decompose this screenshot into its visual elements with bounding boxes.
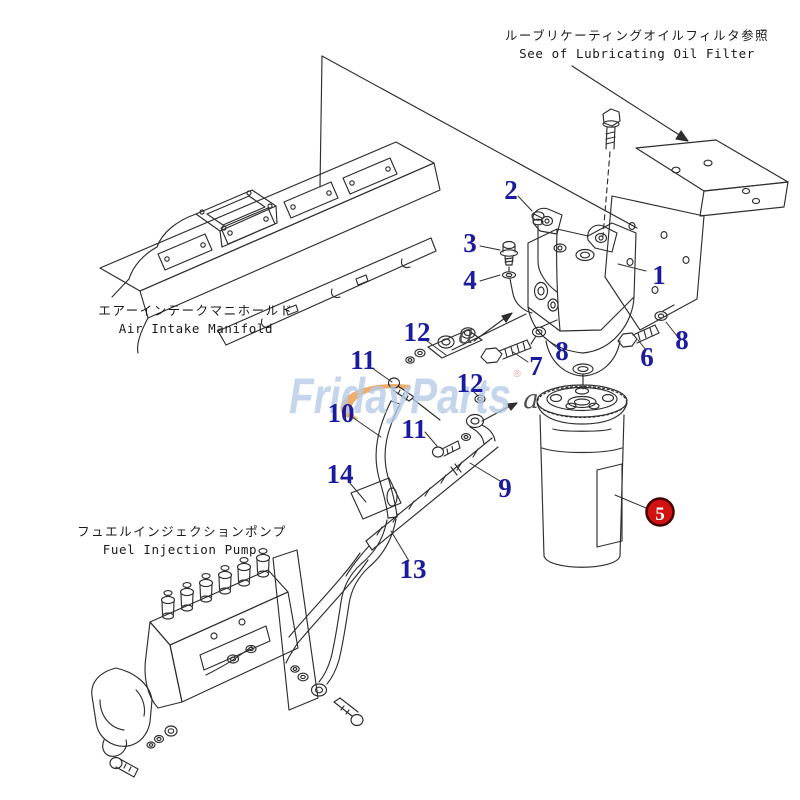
note-top-right-jp: ルーブリケーティングオイルフィルタ参照 bbox=[505, 28, 769, 43]
joint-fittings-drawing bbox=[387, 327, 496, 458]
section-a-arrow-1 bbox=[473, 312, 513, 342]
callout-14: 14 bbox=[327, 459, 354, 489]
leader-lines bbox=[348, 195, 678, 562]
fuel-injection-pump-drawing bbox=[91, 548, 319, 778]
oil-filter-cartridge-drawing bbox=[536, 384, 628, 568]
fuel-injection-pump-caption-jp: フュエルインジェクションポンプ bbox=[77, 524, 287, 539]
highlight-badge-circle bbox=[645, 497, 675, 527]
pump-injectors bbox=[160, 548, 271, 620]
air-intake-manifold-caption-jp: エアーインテークマニホールド bbox=[98, 303, 293, 318]
callout-8a: 8 bbox=[555, 336, 569, 366]
air-intake-manifold-drawing bbox=[99, 141, 441, 354]
callout-13: 13 bbox=[400, 554, 427, 584]
callout-8b: 8 bbox=[675, 325, 689, 355]
highlight-badge: 5 bbox=[645, 497, 675, 527]
section-marker-a2: a bbox=[523, 385, 539, 415]
section-markers: a a bbox=[458, 320, 539, 415]
watermark-registered-icon: ® bbox=[512, 369, 522, 380]
callout-9: 9 bbox=[498, 473, 512, 503]
fuel-injection-pump-caption-en: Fuel Injection Pump bbox=[103, 542, 257, 557]
note-top-right-en: See of Lubricating Oil Filter bbox=[519, 46, 755, 61]
callout-numbers: 1 2 3 4 6 7 8 8 9 10 11 11 12 12 13 14 bbox=[327, 175, 689, 584]
captions: ルーブリケーティングオイルフィルタ参照 See of Lubricating O… bbox=[77, 28, 769, 557]
callout-10: 10 bbox=[328, 398, 355, 428]
highlight-badge-number: 5 bbox=[655, 504, 665, 525]
section-a-arrow-2 bbox=[481, 402, 518, 422]
mounting-bracket-drawing bbox=[602, 108, 789, 331]
note-arrow bbox=[571, 65, 689, 142]
callout-2: 2 bbox=[504, 175, 518, 205]
callout-4: 4 bbox=[463, 265, 477, 295]
plane-lines bbox=[319, 55, 638, 229]
callout-1: 1 bbox=[652, 260, 666, 290]
callout-3: 3 bbox=[463, 228, 477, 258]
watermark-text: FridayParts bbox=[289, 368, 511, 424]
fasteners-drawing bbox=[480, 211, 675, 364]
callout-7: 7 bbox=[529, 351, 543, 381]
line-art bbox=[91, 55, 789, 778]
watermark-swoosh bbox=[340, 383, 410, 420]
fuel-hoses-drawing bbox=[285, 400, 402, 727]
air-intake-manifold-caption-en: Air Intake Manifold bbox=[119, 321, 273, 336]
hose-9-drawing bbox=[345, 437, 499, 577]
callout-11b: 11 bbox=[401, 414, 427, 444]
callout-6: 6 bbox=[640, 342, 654, 372]
callout-12a: 12 bbox=[404, 317, 431, 347]
callout-12b: 12 bbox=[457, 368, 484, 398]
callout-11a: 11 bbox=[350, 345, 376, 375]
section-marker-a1: a bbox=[458, 320, 474, 350]
filter-head-drawing bbox=[451, 207, 637, 390]
